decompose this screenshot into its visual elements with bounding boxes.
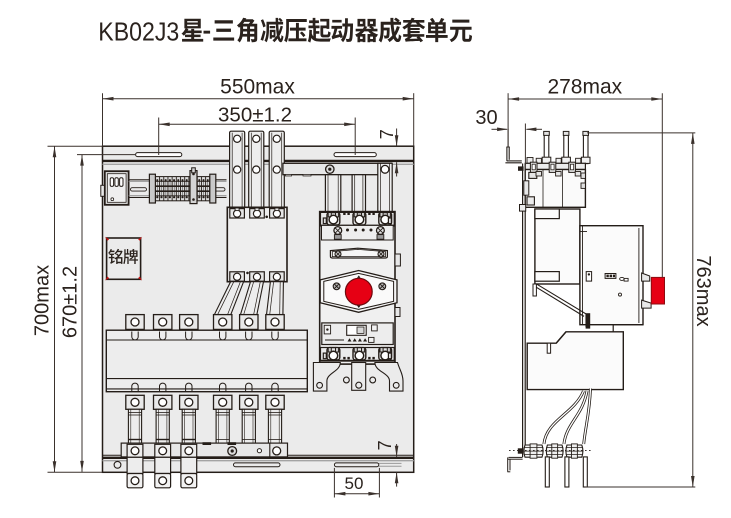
svg-text:278max: 278max: [547, 75, 622, 98]
svg-text:700max: 700max: [32, 265, 54, 336]
svg-text:350±1.2: 350±1.2: [218, 104, 292, 127]
svg-text:670±1.2: 670±1.2: [60, 266, 82, 338]
svg-text:7: 7: [377, 129, 397, 139]
svg-text:KB02J3: KB02J3: [98, 16, 179, 46]
svg-text:50: 50: [345, 474, 364, 493]
svg-text:763max: 763max: [692, 255, 714, 326]
svg-text:30: 30: [475, 107, 497, 129]
svg-text:7: 7: [375, 440, 395, 450]
svg-text:550max: 550max: [220, 75, 295, 98]
